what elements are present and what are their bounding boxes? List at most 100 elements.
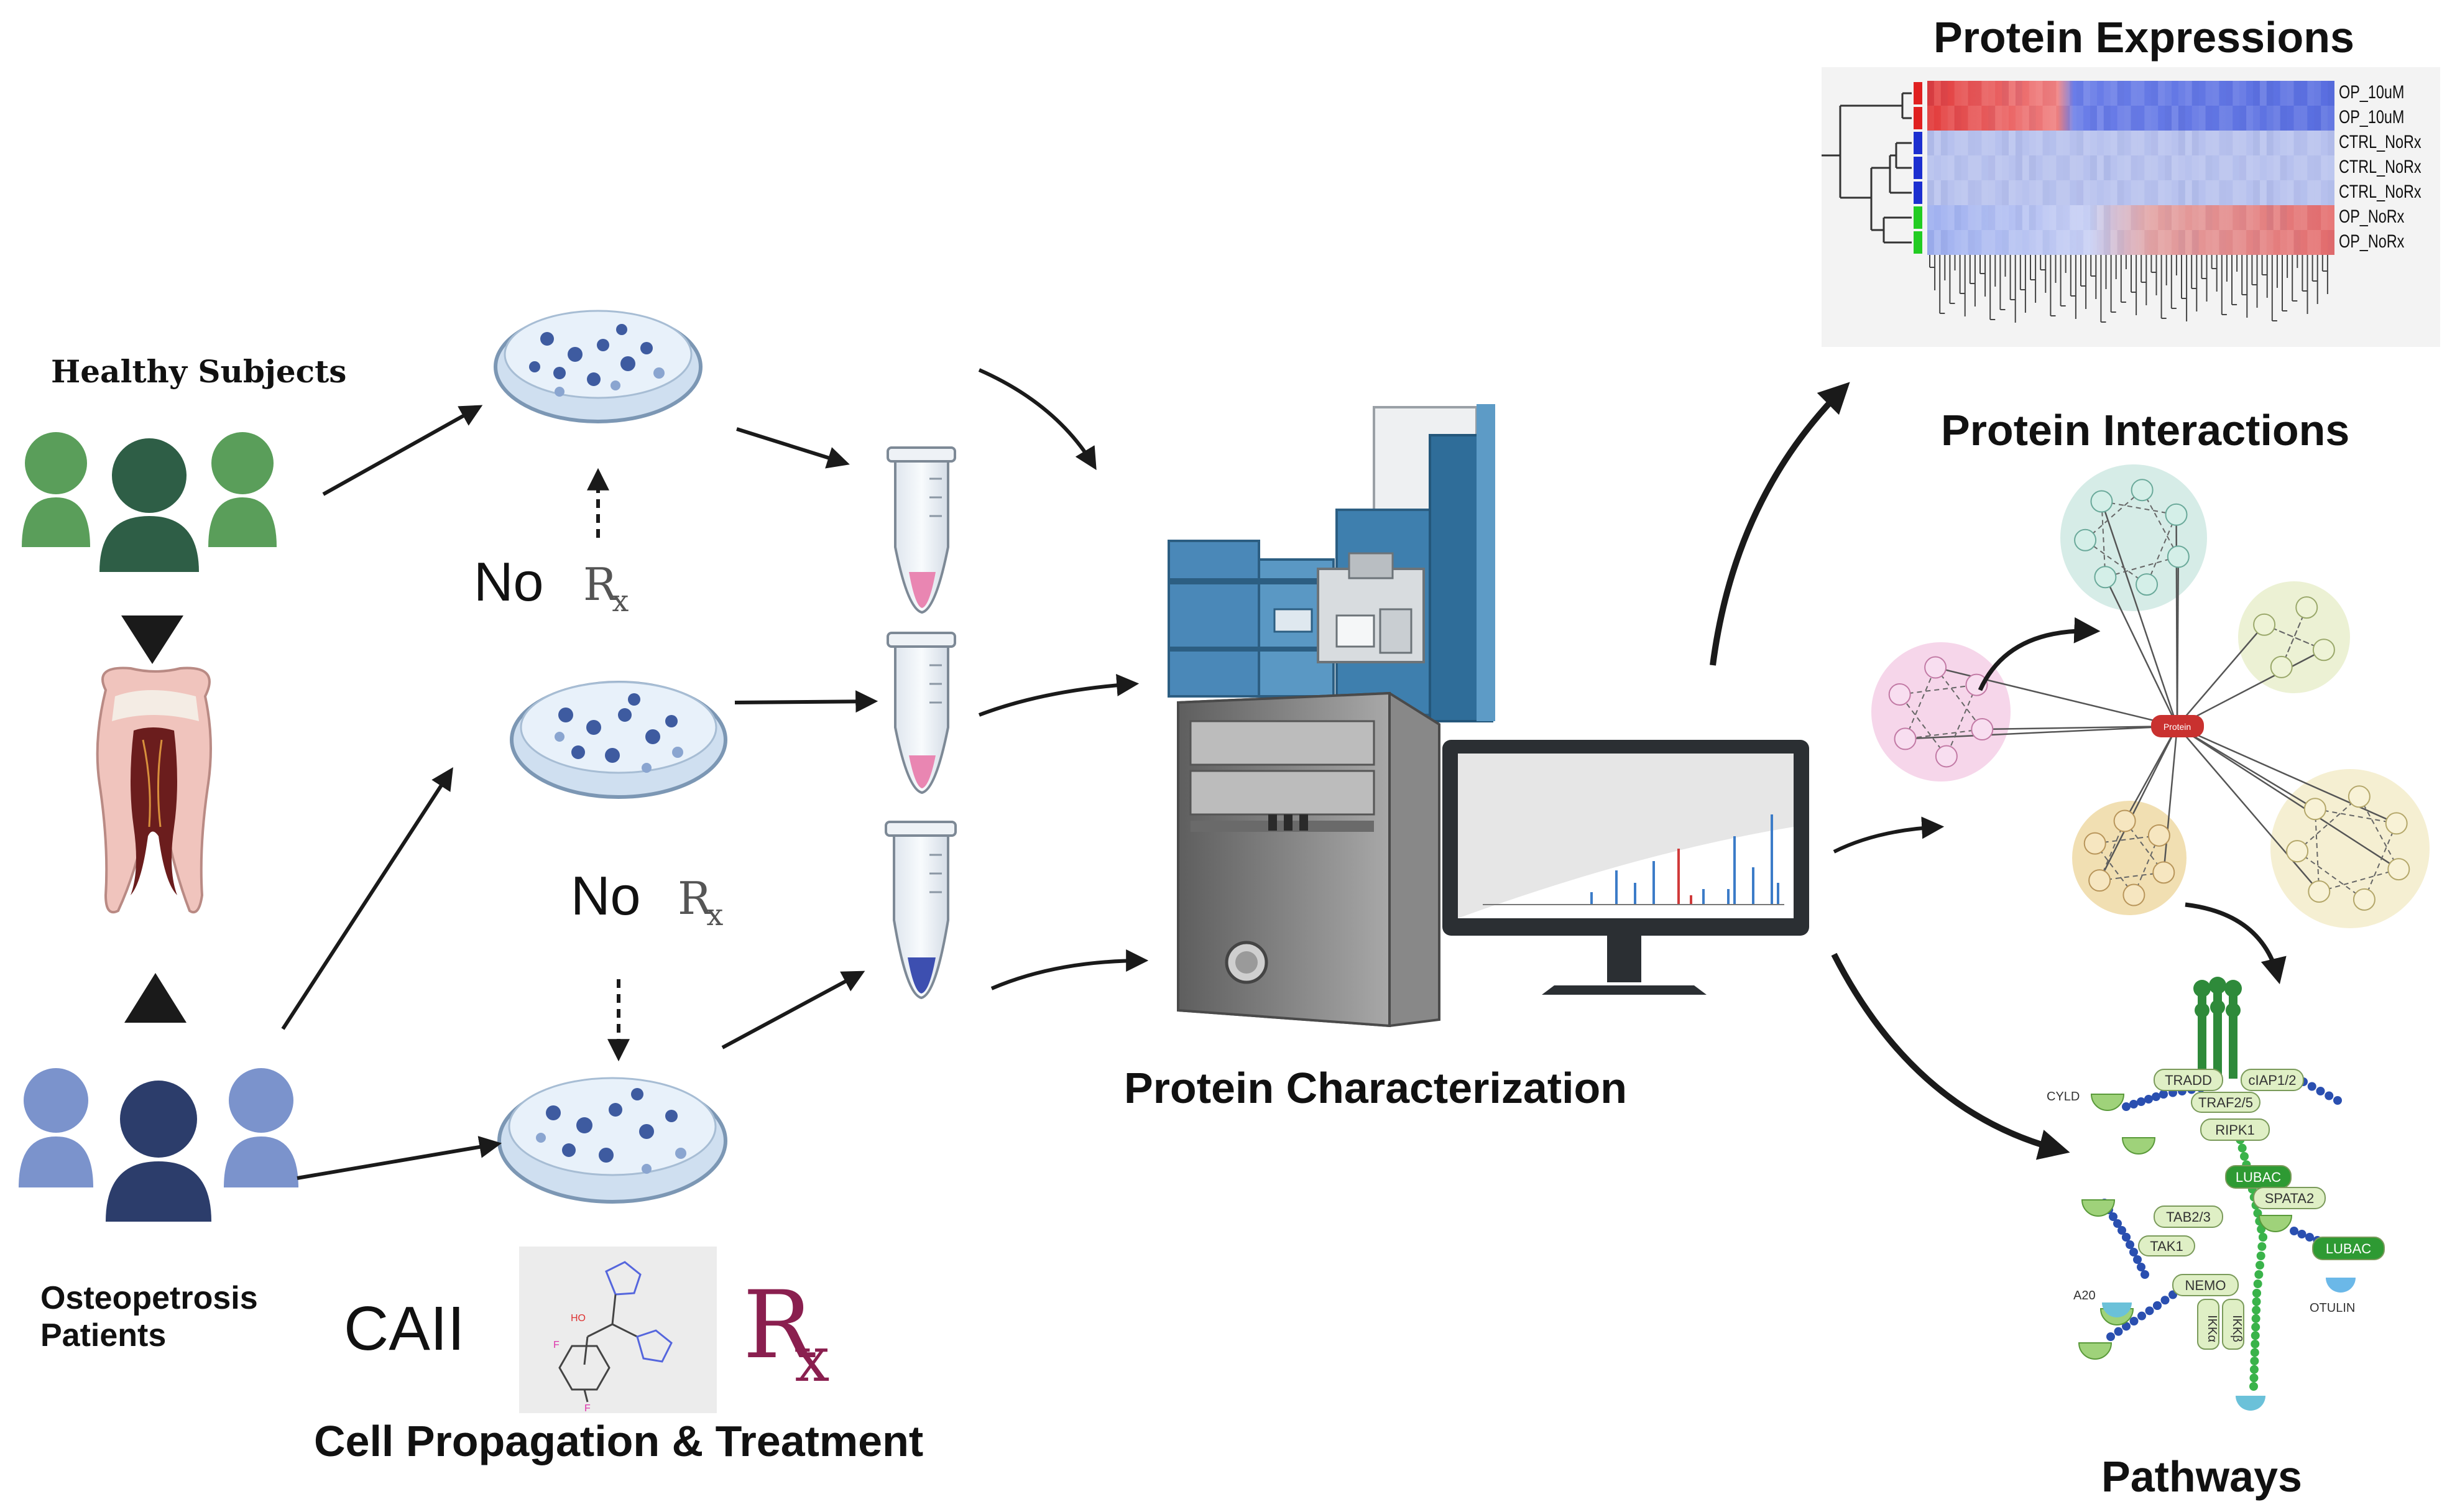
- heatmap-cell: [2321, 230, 2328, 255]
- heatmap-cell: [2110, 81, 2118, 106]
- heatmap-cell: [1927, 230, 1934, 255]
- heatmap-row: [1927, 180, 2334, 205]
- network-node: [2286, 840, 2309, 863]
- heatmap-cell: [1981, 230, 1989, 255]
- heatmap-cell: [2300, 205, 2308, 230]
- heatmap-cell: [1954, 131, 1961, 155]
- heatmap-cell: [1940, 230, 1948, 255]
- heatmap-cell: [2226, 131, 2233, 155]
- heatmap-cell: [2076, 180, 2083, 205]
- heatmap-cell: [2063, 205, 2070, 230]
- heatmap-cell: [2307, 106, 2314, 131]
- no-rx-label-2: No: [571, 865, 641, 926]
- heatmap-cell: [2199, 230, 2206, 255]
- heatmap-cell: [2206, 106, 2213, 131]
- enzyme-shape: [2258, 1215, 2293, 1232]
- heatmap-cell: [2191, 205, 2199, 230]
- heatmap-cell: [2144, 230, 2151, 255]
- heatmap-cell: [2287, 180, 2294, 205]
- heatmap-cell: [1968, 205, 1975, 230]
- heatmap-cell: [2178, 155, 2185, 180]
- heatmap-cell: [2124, 205, 2131, 230]
- network-spoke: [1982, 725, 2178, 731]
- heatmap-cell: [2009, 180, 2016, 205]
- heatmap-cell: [2205, 81, 2213, 106]
- ubiquitin-bead: [2129, 1100, 2138, 1109]
- network-node: [2094, 566, 2117, 589]
- heatmap-cell: [2029, 131, 2036, 155]
- heatmap-cell: [1968, 180, 1975, 205]
- ubiquitin-bead: [2252, 1289, 2261, 1298]
- heatmap-cell: [1981, 205, 1988, 230]
- heatmap-cell: [2280, 230, 2287, 255]
- heatmap-cell: [1995, 230, 2002, 255]
- heatmap-cell: [1954, 230, 1961, 255]
- heatmap-cell: [2165, 131, 2172, 155]
- network-edge: [2146, 514, 2177, 585]
- heatmap-cell: [2274, 81, 2280, 106]
- pathway-node-label: SPATA2: [2265, 1191, 2314, 1206]
- heatmap-cell: [2287, 106, 2294, 131]
- drug-structure-image: HO F F: [519, 1247, 717, 1414]
- heatmap-cell: [2002, 205, 2009, 230]
- heatmap-cell: [2076, 155, 2084, 180]
- heatmap-cell: [2118, 131, 2124, 155]
- heatmap-cell: [2118, 81, 2124, 106]
- heatmap-cell: [2233, 106, 2239, 131]
- heatmap-cell: [2178, 131, 2185, 155]
- heatmap-cell: [1981, 81, 1989, 106]
- heatmap-cell: [2212, 131, 2219, 155]
- heatmap-cell: [2042, 106, 2050, 131]
- network-spoke: [2177, 725, 2399, 870]
- heatmap-cell: [2097, 180, 2104, 205]
- heatmap-cell: [2253, 81, 2260, 106]
- heatmap-panel: [1822, 67, 2440, 347]
- heatmap-group-bar: [1914, 182, 1922, 204]
- heatmap-cell: [2015, 106, 2022, 131]
- ubiquitin-bead: [2325, 1091, 2334, 1100]
- heatmap-cell: [2158, 106, 2165, 131]
- network-node: [2088, 869, 2111, 892]
- network-edge: [1905, 729, 1983, 740]
- heatmap-sample-label: OP_10uM: [2339, 82, 2405, 103]
- heatmap-cell: [2185, 155, 2192, 180]
- heatmap-cell: [2274, 230, 2280, 255]
- heatmap-cell: [2300, 155, 2308, 180]
- tube-3: [885, 821, 957, 1000]
- ubiquitin-bead: [2141, 1270, 2149, 1279]
- heatmap-cell: [2124, 155, 2131, 180]
- heatmap-cell: [2103, 180, 2111, 205]
- heatmap-cell: [2124, 180, 2131, 205]
- heatmap-cell: [2259, 230, 2267, 255]
- ubiquitin-bead: [2259, 1233, 2267, 1242]
- heatmap-row: [1927, 155, 2334, 180]
- network-node: [2295, 596, 2318, 619]
- heatmap-row: [1927, 205, 2334, 230]
- enzyme-shape: [2078, 1342, 2113, 1360]
- heatmap-cell: [2307, 131, 2315, 155]
- pathways-label: Pathways: [2101, 1452, 2302, 1501]
- ubiquitin-bead: [2297, 1230, 2306, 1238]
- heatmap-cell: [1961, 205, 1968, 230]
- ubiquitin-bead: [2250, 1357, 2259, 1366]
- heatmap-cell: [2314, 205, 2321, 230]
- heatmap-cell: [2158, 155, 2165, 180]
- heatmap-cell: [2137, 106, 2144, 131]
- network-node: [2113, 809, 2136, 832]
- ubiquitin-bead: [2333, 1096, 2342, 1105]
- heatmap-cell: [1975, 106, 1982, 131]
- heatmap-cell: [2137, 230, 2145, 255]
- heatmap-cell: [2165, 180, 2172, 205]
- heatmap-cell: [1961, 81, 1968, 106]
- heatmap-cell: [1948, 230, 1955, 255]
- heatmap-cell: [2328, 180, 2334, 205]
- heatmap-cell: [2117, 230, 2124, 255]
- heatmap-cell: [2015, 230, 2022, 255]
- heatmap-cell: [2103, 81, 2111, 106]
- heatmap-cell: [2266, 230, 2274, 255]
- heatmap-cell: [2022, 205, 2029, 230]
- pathway-node: [2172, 1274, 2239, 1296]
- heatmap-cell: [2096, 155, 2104, 180]
- heatmap-cell: [2043, 180, 2050, 205]
- pathway-side-label: OTULIN: [2310, 1301, 2355, 1315]
